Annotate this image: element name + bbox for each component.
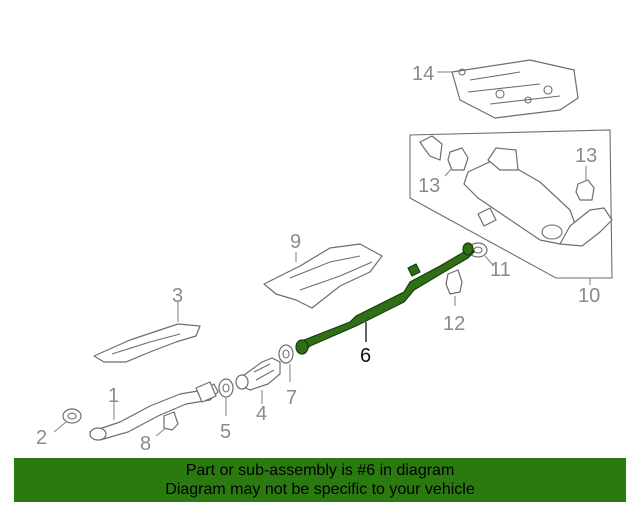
- callout-5: 5: [220, 421, 231, 443]
- banner-line-2: Diagram may not be specific to your vehi…: [165, 481, 475, 498]
- leader-11: [484, 255, 495, 267]
- info-banner: Part or sub-assembly is #6 in diagram Di…: [14, 458, 626, 502]
- part-7-gasket[interactable]: [278, 344, 294, 364]
- part-6-center-pipe[interactable]: [295, 242, 475, 355]
- part-10-rear-muffler-group[interactable]: [409, 129, 613, 279]
- part-13-hanger-right[interactable]: [575, 179, 595, 201]
- callout-2: 2: [36, 427, 47, 449]
- leader-8: [155, 427, 167, 437]
- part-13-hanger-left[interactable]: [447, 147, 469, 171]
- part-5-gasket[interactable]: [218, 378, 234, 398]
- exhaust-parts-diagram: 14 10 13 13 11 12 9: [36, 59, 613, 455]
- callout-7: 7: [286, 387, 297, 409]
- callout-14: 14: [412, 63, 434, 85]
- rear-muffler: [463, 147, 613, 247]
- callout-10: 10: [578, 285, 600, 307]
- part-1-front-pipe[interactable]: [89, 381, 219, 441]
- part-9-heat-shield[interactable]: [263, 243, 383, 309]
- banner-line-1: Part or sub-assembly is #6 in diagram: [185, 462, 455, 479]
- callout-4: 4: [256, 403, 267, 425]
- part-3-heat-shield[interactable]: [93, 323, 201, 363]
- callout-12: 12: [443, 313, 465, 335]
- callout-8: 8: [140, 433, 151, 455]
- leader-13a: [444, 167, 453, 177]
- callout-1: 1: [108, 385, 119, 407]
- part-14-heat-shield[interactable]: [451, 59, 579, 119]
- callout-11: 11: [490, 259, 511, 281]
- callout-13a: 13: [418, 175, 440, 197]
- hanger-bracket: [419, 135, 443, 161]
- part-4-catalytic-converter[interactable]: [235, 357, 281, 391]
- callout-9: 9: [290, 231, 301, 253]
- leader-2: [53, 421, 67, 433]
- part-12-hanger[interactable]: [445, 269, 463, 295]
- callout-13b: 13: [575, 145, 597, 167]
- part-8-hanger[interactable]: [163, 411, 179, 431]
- callout-6: 6: [360, 345, 371, 367]
- part-2-gasket[interactable]: [62, 408, 82, 424]
- callout-3: 3: [172, 285, 183, 307]
